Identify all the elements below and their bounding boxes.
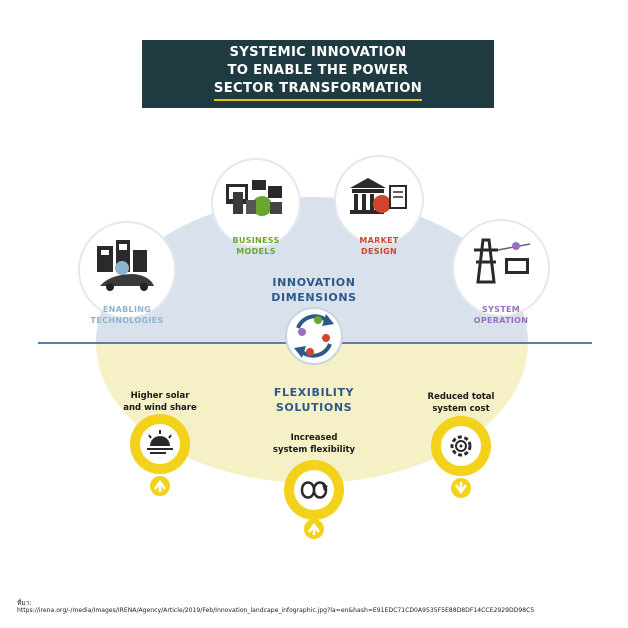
- label-line: Increased: [290, 433, 338, 443]
- outcome-system-cost-label: Reduced total system cost: [411, 392, 511, 415]
- label-line: Higher solar: [130, 391, 190, 401]
- enabling-technologies-label: ENABLING TECHNOLOGIES: [87, 304, 167, 326]
- innovation-dimensions-label: INNOVATION DIMENSIONS: [244, 275, 384, 305]
- market-design-label: MARKET DESIGN: [339, 235, 419, 257]
- label-line: SYSTEM: [482, 305, 520, 314]
- outcome-solar-wind-label: Higher solar and wind share: [110, 391, 210, 414]
- title-line: TO ENABLE THE POWER: [227, 63, 409, 78]
- label-line: FLEXIBILITY: [273, 386, 355, 399]
- label-line: and wind share: [123, 402, 197, 413]
- label-line: system flexibility: [272, 444, 356, 455]
- outcome-flexibility: [284, 460, 344, 539]
- label-line: BUSINESS: [232, 236, 280, 245]
- label-line: Reduced total: [427, 392, 495, 402]
- business-models-label: BUSINESS MODELS: [216, 235, 296, 257]
- title-line: SYSTEMIC INNOVATION: [229, 45, 407, 60]
- market-design-node: [334, 155, 424, 245]
- label-line: OPERATION: [473, 316, 529, 325]
- label-line: ENABLING: [102, 305, 152, 314]
- label-line: MARKET: [359, 236, 399, 245]
- batteries-ev-icon: [97, 240, 154, 291]
- arrow-up-icon: [153, 479, 167, 492]
- source-label: ที่มา:: [17, 599, 32, 607]
- label-line: DIMENSIONS: [271, 291, 357, 304]
- gear-coin-icon: [450, 435, 472, 457]
- flexibility-ellipse: [96, 343, 528, 483]
- business-devices-icon: [226, 180, 282, 216]
- source-url: https://irena.org/-/media/Images/IRENA/A…: [17, 607, 535, 614]
- cycle-arrows-icon: [285, 307, 343, 365]
- title-line: SECTOR TRANSFORMATION: [213, 80, 423, 101]
- enabling-technologies-node: [78, 221, 176, 319]
- outcome-flexibility-label: Increased system flexibility: [259, 433, 369, 456]
- arrow-up-icon: [307, 522, 321, 535]
- sun-wind-icon: [147, 430, 173, 454]
- label-line: system cost: [432, 403, 490, 414]
- outcome-solar-wind: [130, 414, 190, 496]
- flex-loop-icon: [300, 481, 328, 499]
- innovation-ellipse: [96, 197, 528, 343]
- label-line: TECHNOLOGIES: [90, 316, 164, 325]
- flexibility-solutions-label: FLEXIBILITY SOLUTIONS: [244, 385, 384, 415]
- outcome-system-cost: [431, 416, 491, 498]
- page-title: SYSTEMIC INNOVATION TO ENABLE THE POWER …: [142, 40, 494, 108]
- label-line: MODELS: [236, 247, 276, 256]
- label-line: DESIGN: [361, 247, 397, 256]
- business-models-node: [211, 158, 301, 248]
- arrow-down-icon: [454, 482, 468, 495]
- market-building-icon: [350, 178, 407, 214]
- transmission-tower-icon: [474, 238, 531, 284]
- system-operation-label: SYSTEM OPERATION: [461, 304, 541, 326]
- label-line: INNOVATION: [272, 276, 356, 289]
- label-line: SOLUTIONS: [275, 401, 353, 414]
- system-operation-node: [452, 219, 550, 317]
